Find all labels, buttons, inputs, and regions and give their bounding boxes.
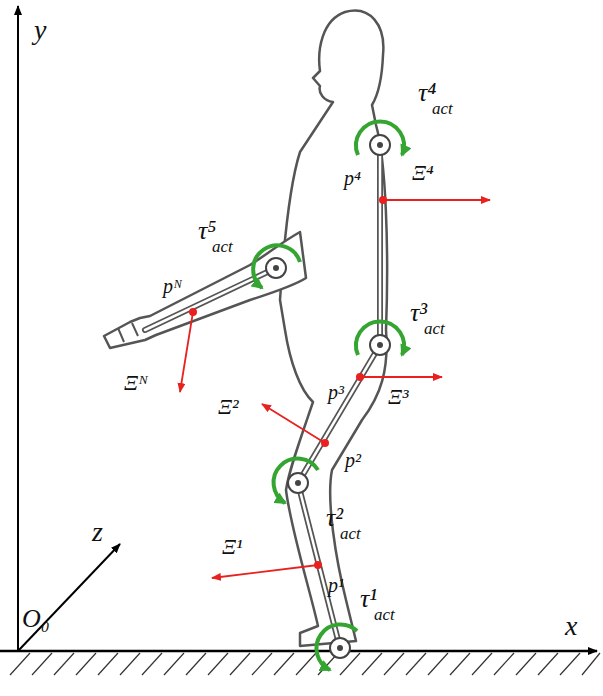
- torque-subscript: act: [374, 606, 395, 623]
- ground-hatch: [10, 653, 600, 675]
- body-outline: [280, 11, 387, 646]
- force-label: Ξ³: [388, 386, 409, 408]
- x-axis: [0, 650, 597, 653]
- joint-dots: [273, 142, 383, 651]
- force-label: Ξᴺ: [124, 372, 148, 394]
- axis-label: y: [34, 16, 46, 44]
- point-label: p²: [345, 450, 361, 470]
- hand-tool: [118, 323, 138, 342]
- torque-arcs: [253, 121, 404, 670]
- force-label: Ξ¹: [222, 536, 243, 558]
- force-label: Ξ⁴: [412, 162, 434, 184]
- skeleton-links: [145, 145, 380, 648]
- arm-outline: [104, 232, 306, 348]
- force-points: [189, 196, 387, 569]
- z-axis: [18, 544, 120, 651]
- torque-subscript: act: [212, 238, 233, 255]
- force-arrows: [180, 200, 490, 578]
- y-axis: [17, 6, 19, 651]
- point-label: p³: [328, 382, 344, 402]
- torque-subscript: act: [340, 525, 361, 542]
- point-label: p⁴: [344, 168, 361, 188]
- origin-label: O₀: [22, 606, 50, 632]
- torque-subscript: act: [424, 320, 445, 337]
- axis-label: x: [565, 612, 577, 640]
- point-label: p¹: [328, 575, 344, 595]
- joints: [266, 135, 390, 658]
- point-label: pᴺ: [163, 276, 182, 296]
- axis-label: z: [92, 518, 103, 546]
- force-label: Ξ²: [218, 396, 239, 418]
- torque-subscript: act: [432, 100, 453, 117]
